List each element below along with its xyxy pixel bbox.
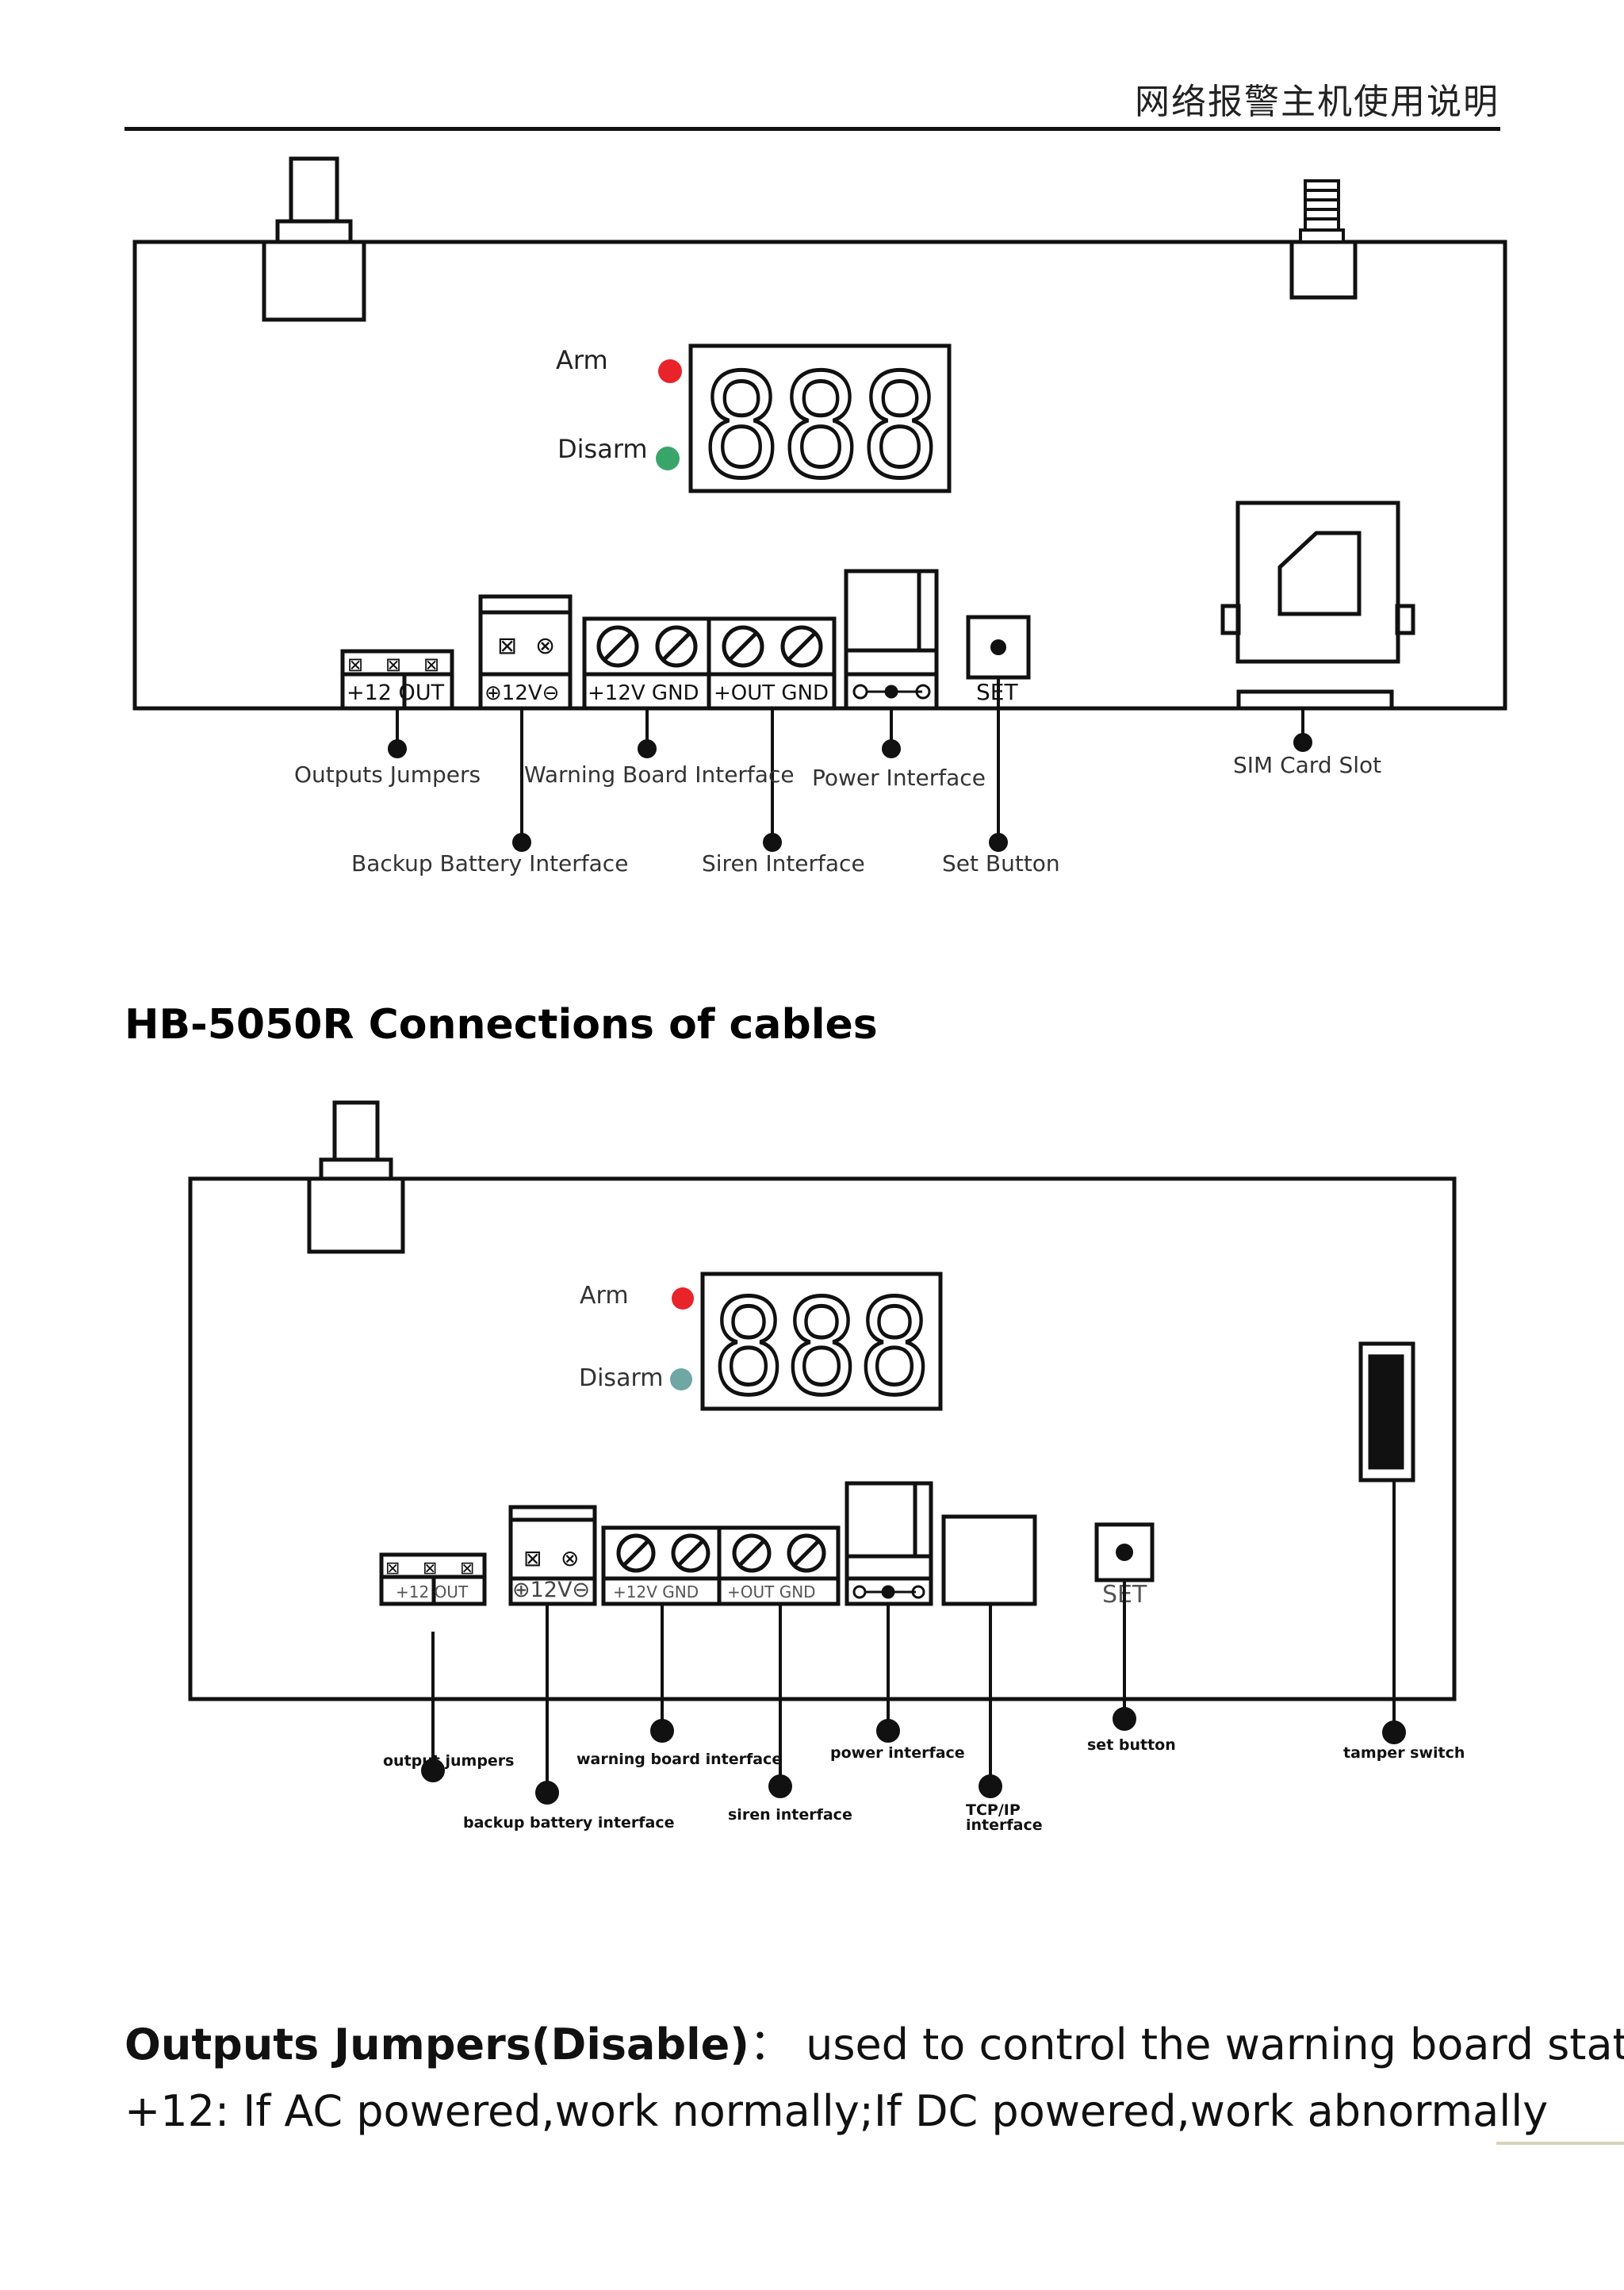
svg-text:⊠: ⊠ <box>385 654 401 676</box>
svg-text:⊗: ⊗ <box>561 1545 579 1571</box>
terminal-screws <box>596 625 823 668</box>
svg-text:⊠: ⊠ <box>523 1545 542 1571</box>
paragraph-separator: ： <box>749 2020 792 2069</box>
board-diagram-top: 888 Arm Disarm ⊠ ⊠ ⊠ ⊠ ⊗ +12 OUT ⊕12V⊖ +… <box>132 156 1507 876</box>
antenna-connector <box>307 1176 405 1254</box>
battery-terminal-block <box>508 1505 597 1606</box>
disarm-led <box>656 447 680 470</box>
board-diagram-bottom: 888 Arm Disarm ⊠ ⊠ ⊠ ⊠ ⊗ +12 OUT ⊕12V⊖ +… <box>188 1100 1465 1834</box>
warning-terminal-label: +12V GND <box>613 1582 699 1601</box>
set-button-knob <box>1116 1544 1133 1561</box>
callout-backup-battery-interface: backup battery interface <box>463 1814 675 1832</box>
header-rule <box>124 127 1500 131</box>
siren-terminal-label: +OUT GND <box>714 681 829 705</box>
tcpip-port <box>941 1514 1037 1606</box>
display-digits: 888 <box>702 344 940 510</box>
seven-segment-display <box>688 343 952 493</box>
callout-output-jumpers: output jumpers <box>383 1752 515 1770</box>
svg-text:⊠: ⊠ <box>385 1559 400 1578</box>
seven-segment-display <box>700 1272 943 1411</box>
section-title: HB-5050R Connections of cables <box>124 1001 878 1049</box>
callout-siren-interface: siren interface <box>728 1806 852 1824</box>
callout-warning-board-interface: warning board interface <box>576 1751 782 1768</box>
svg-text:⊠: ⊠ <box>423 654 439 676</box>
callout-tcpip-line1: TCP/IP <box>966 1801 1021 1819</box>
warning-terminal-label: +12V GND <box>588 681 699 705</box>
callout-backup-battery-interface: Backup Battery Interface <box>351 850 628 876</box>
arm-label: Arm <box>580 1282 629 1310</box>
callout-power-interface: power interface <box>830 1744 965 1762</box>
tamper-switch-body <box>1358 1341 1415 1483</box>
paragraph-outputs-jumpers: Outputs Jumpers(Disable)： used to contro… <box>124 2009 1624 2072</box>
disarm-label: Disarm <box>579 1364 663 1392</box>
callout-warning-board-interface: Warning Board Interface <box>524 761 795 788</box>
page-corner-decoration <box>1496 2142 1624 2145</box>
arm-led <box>658 359 682 383</box>
svg-text:⊠: ⊠ <box>423 1559 437 1578</box>
display-digits: 888 <box>712 1272 931 1424</box>
callout-set-button: set button <box>1087 1736 1176 1754</box>
paragraph-12v-note: +12: If AC powered,work normally;If DC p… <box>124 2086 1549 2136</box>
outputs-jumpers-terminal-label: +12 OUT <box>347 681 445 705</box>
callout-sim-card-slot: SIM Card Slot <box>1233 752 1381 778</box>
antenna-connector-left <box>262 240 366 322</box>
svg-text:⊠: ⊠ <box>497 632 517 660</box>
callout-tcpip-line2: interface <box>966 1816 1043 1834</box>
callout-power-interface: Power Interface <box>812 765 986 791</box>
siren-terminal-label: +OUT GND <box>727 1582 816 1601</box>
callout-set-button: Set Button <box>942 850 1060 876</box>
callout-outputs-jumpers: Outputs Jumpers <box>294 761 481 788</box>
arm-label: Arm <box>556 345 608 375</box>
antenna-coil <box>1299 179 1345 244</box>
paragraph-outputs-jumpers-desc: used to control the warning board status <box>791 2020 1624 2069</box>
set-button-knob <box>990 639 1006 655</box>
battery-terminal-label: ⊕12V⊖ <box>512 1578 590 1602</box>
svg-text:⊠: ⊠ <box>460 1559 474 1578</box>
svg-text:⊠: ⊠ <box>347 654 363 676</box>
disarm-led <box>670 1368 692 1390</box>
svg-text:⊗: ⊗ <box>535 632 555 660</box>
sim-slot-opening <box>1236 689 1394 708</box>
sim-card-holder <box>1235 501 1400 664</box>
battery-terminal-label: ⊕12V⊖ <box>485 681 559 705</box>
paragraph-outputs-jumpers-term: Outputs Jumpers(Disable) <box>124 2020 749 2069</box>
document-header-title: 网络报警主机使用说明 <box>1135 82 1500 122</box>
outputs-jumpers-terminal-label: +12 OUT <box>396 1582 469 1601</box>
disarm-label: Disarm <box>557 434 648 464</box>
board-outline <box>188 1176 1457 1701</box>
battery-terminal-block <box>478 594 573 711</box>
arm-led <box>672 1287 694 1310</box>
callout-tamper-switch: tamper switch <box>1343 1744 1465 1762</box>
callout-siren-interface: Siren Interface <box>702 850 865 876</box>
antenna-connector-right <box>1289 240 1358 300</box>
terminal-screws <box>616 1533 826 1573</box>
